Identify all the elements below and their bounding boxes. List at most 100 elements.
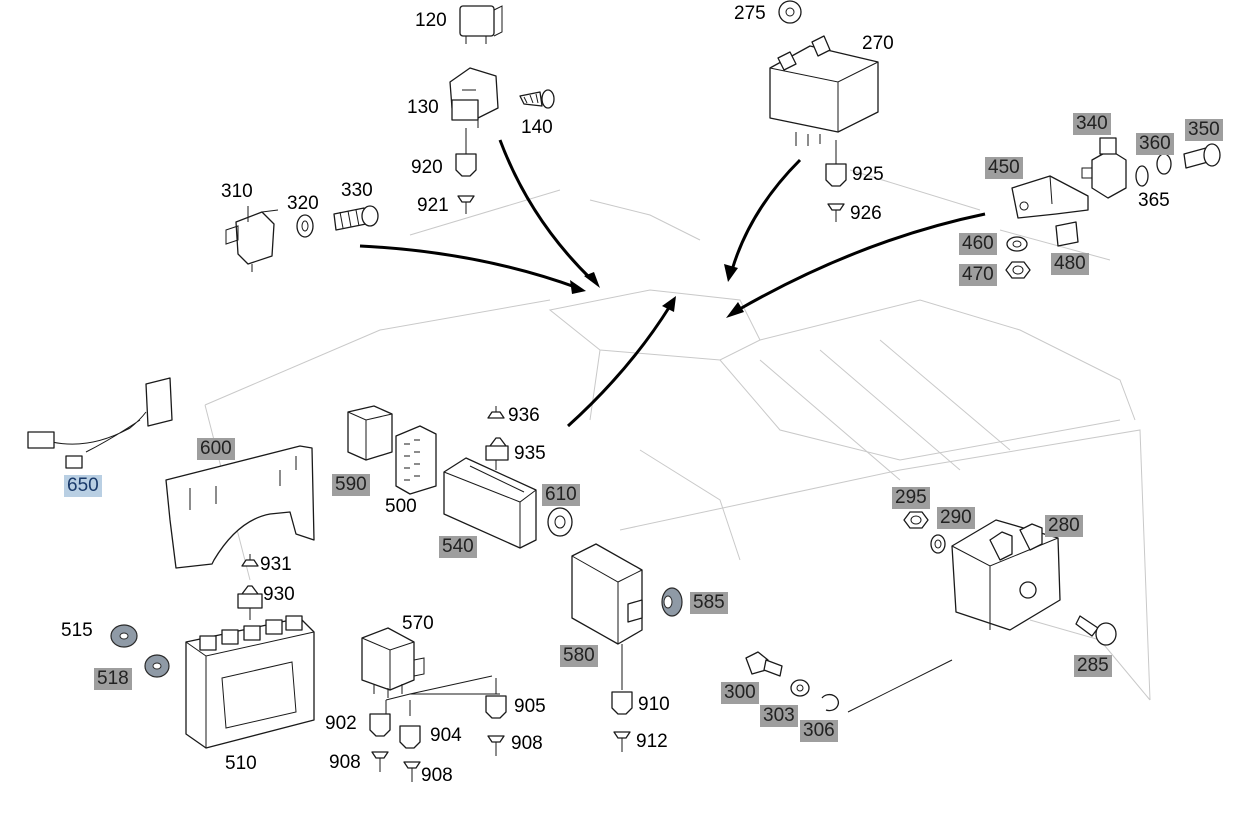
callout-518[interactable]: 518 (94, 668, 132, 690)
control-unit-270[interactable] (769, 35, 879, 146)
washer-460[interactable] (1006, 236, 1028, 252)
callout-930[interactable]: 930 (263, 584, 295, 605)
callout-480[interactable]: 480 (1051, 253, 1089, 275)
callout-360[interactable]: 360 (1136, 133, 1174, 155)
screw-140[interactable] (519, 89, 555, 109)
terminal-905[interactable] (485, 678, 507, 719)
hydraulic-unit-280[interactable] (951, 519, 1061, 631)
terminal-908-right[interactable] (487, 735, 505, 756)
callout-920[interactable]: 920 (411, 157, 443, 178)
terminal-930[interactable] (237, 585, 263, 620)
callout-303[interactable]: 303 (760, 705, 798, 727)
callout-285[interactable]: 285 (1074, 655, 1112, 677)
callout-365[interactable]: 365 (1138, 190, 1170, 211)
grommet-610[interactable] (547, 507, 573, 537)
callout-580[interactable]: 580 (560, 645, 598, 667)
bolt-300[interactable] (745, 651, 783, 677)
callout-904[interactable]: 904 (430, 725, 462, 746)
callout-450[interactable]: 450 (985, 157, 1023, 179)
callout-330[interactable]: 330 (341, 180, 373, 201)
callout-600[interactable]: 600 (197, 438, 235, 460)
callout-275[interactable]: 275 (734, 3, 766, 24)
callout-270[interactable]: 270 (862, 33, 894, 54)
callout-908-center[interactable]: 908 (421, 765, 453, 786)
callout-320[interactable]: 320 (287, 193, 319, 214)
terminal-921[interactable] (457, 195, 475, 214)
grommet-518[interactable] (144, 654, 170, 678)
callout-280[interactable]: 280 (1045, 515, 1083, 537)
callout-925[interactable]: 925 (852, 164, 884, 185)
callout-908-left[interactable]: 908 (329, 752, 361, 773)
callout-905[interactable]: 905 (514, 696, 546, 717)
callout-921[interactable]: 921 (417, 195, 449, 216)
control-unit-580[interactable] (571, 543, 643, 690)
grommet-515[interactable] (110, 624, 138, 648)
callout-340[interactable]: 340 (1073, 113, 1111, 135)
relay-120[interactable] (459, 5, 503, 44)
terminal-908-left[interactable] (371, 751, 389, 772)
callout-936[interactable]: 936 (508, 405, 540, 426)
bolt-285[interactable] (1075, 615, 1117, 646)
cover-600[interactable] (165, 445, 315, 569)
callout-460[interactable]: 460 (959, 233, 997, 255)
callout-310[interactable]: 310 (221, 181, 253, 202)
screw-350[interactable] (1183, 143, 1221, 169)
washer-320[interactable] (296, 214, 314, 238)
relay-570[interactable] (361, 627, 500, 716)
control-module-540[interactable] (443, 457, 537, 549)
callout-500[interactable]: 500 (385, 496, 417, 517)
callout-306[interactable]: 306 (800, 720, 838, 742)
callout-120[interactable]: 120 (415, 10, 447, 31)
control-unit-510[interactable] (185, 615, 315, 749)
callout-290[interactable]: 290 (937, 507, 975, 529)
harness-650[interactable] (27, 377, 173, 469)
terminal-931[interactable] (241, 554, 259, 567)
terminal-902[interactable] (369, 713, 391, 737)
callout-140[interactable]: 140 (521, 117, 553, 138)
washer-306[interactable] (821, 659, 953, 713)
callout-470[interactable]: 470 (959, 264, 997, 286)
terminal-904[interactable] (399, 725, 421, 749)
bracket-450[interactable] (1011, 175, 1089, 219)
callout-130[interactable]: 130 (407, 97, 439, 118)
washer-290[interactable] (930, 534, 946, 554)
screw-330[interactable] (333, 205, 379, 231)
valve-310[interactable] (225, 206, 279, 272)
grommet-585[interactable] (661, 587, 683, 617)
callout-910[interactable]: 910 (638, 694, 670, 715)
callout-650[interactable]: 650 (64, 475, 102, 497)
washer-303[interactable] (790, 679, 810, 697)
callout-935[interactable]: 935 (514, 443, 546, 464)
callout-926[interactable]: 926 (850, 203, 882, 224)
callout-570[interactable]: 570 (402, 613, 434, 634)
callout-540[interactable]: 540 (439, 536, 477, 558)
callout-931[interactable]: 931 (260, 554, 292, 575)
switch-340[interactable] (1081, 137, 1127, 199)
callout-902[interactable]: 902 (325, 713, 357, 734)
callout-912[interactable]: 912 (636, 731, 668, 752)
pad-480[interactable] (1055, 221, 1079, 247)
terminal-926[interactable] (827, 203, 845, 222)
terminal-920[interactable] (455, 128, 477, 177)
callout-590[interactable]: 590 (332, 474, 370, 496)
terminal-910[interactable] (611, 691, 633, 715)
terminal-908-center[interactable] (403, 761, 421, 782)
callout-350[interactable]: 350 (1185, 119, 1223, 141)
nut-470[interactable] (1005, 261, 1031, 279)
callout-300[interactable]: 300 (721, 682, 759, 704)
washer-360[interactable] (1135, 153, 1172, 187)
terminal-936[interactable] (487, 406, 505, 419)
nut-295[interactable] (903, 511, 929, 529)
terminal-935[interactable] (485, 437, 509, 470)
callout-585[interactable]: 585 (690, 592, 728, 614)
terminal-912[interactable] (613, 731, 631, 752)
callout-908-right[interactable]: 908 (511, 733, 543, 754)
washer-275[interactable] (778, 0, 802, 24)
callout-295[interactable]: 295 (892, 487, 930, 509)
callout-510[interactable]: 510 (225, 753, 257, 774)
callout-610[interactable]: 610 (542, 484, 580, 506)
relay-590[interactable] (347, 405, 393, 461)
relay-socket-130[interactable] (449, 67, 499, 128)
terminal-925[interactable] (825, 140, 847, 187)
callout-515[interactable]: 515 (61, 620, 93, 641)
